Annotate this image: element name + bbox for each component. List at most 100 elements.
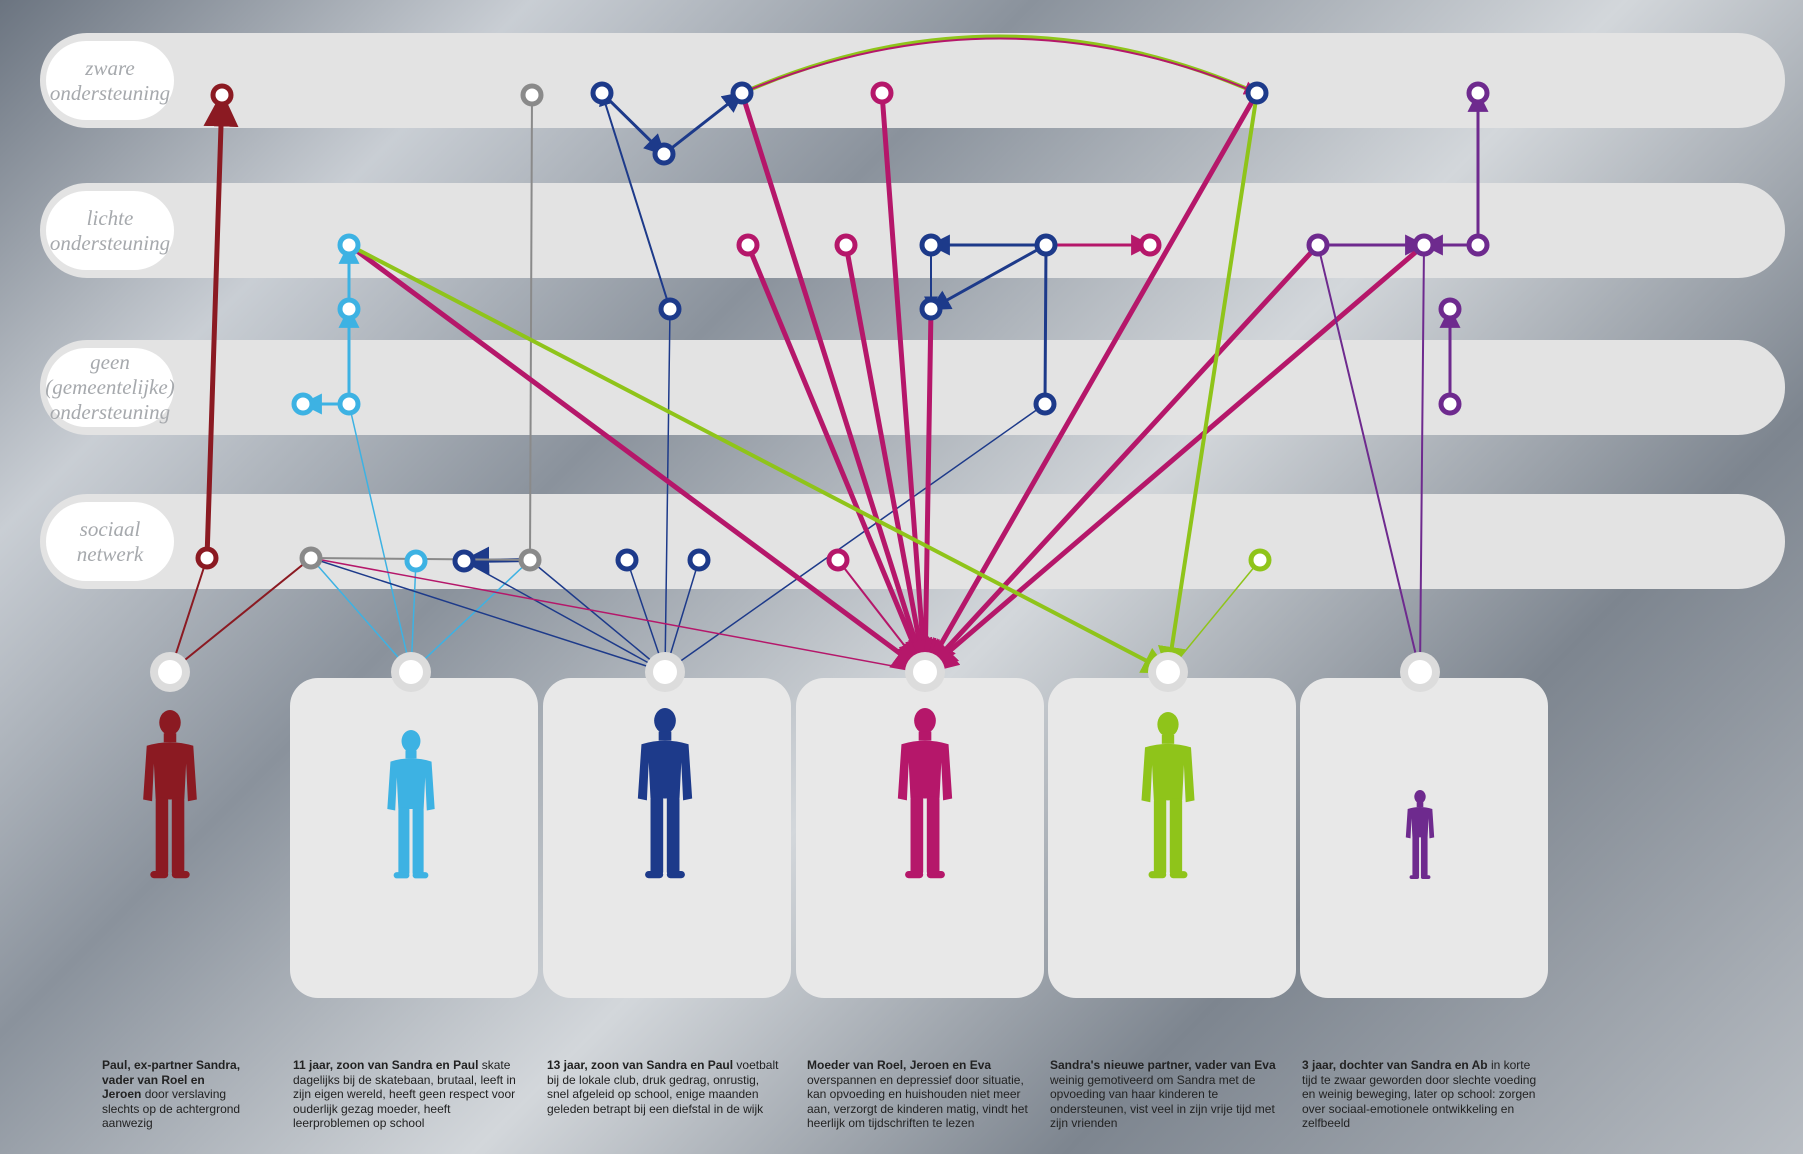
node-jvk1 bbox=[1034, 233, 1058, 257]
band-label-pill bbox=[46, 502, 174, 581]
node-verslavingskliniek bbox=[210, 83, 234, 107]
person-desc-bold: Moeder van Roel, Jeroen en Eva bbox=[807, 1058, 992, 1072]
node-ambulant bbox=[1245, 81, 1269, 105]
edge-jvk2-sandra bbox=[922, 242, 1321, 675]
edge-jvk1-zorgcoordinator bbox=[929, 243, 1048, 311]
node-jvk2 bbox=[1306, 233, 1330, 257]
person-desc-bold: Sandra's nieuwe partner, vader van Eva bbox=[1050, 1058, 1276, 1072]
person-desc-text: door verslaving slechts op de achtergron… bbox=[102, 1087, 241, 1130]
person-hub-inner-sandra bbox=[913, 660, 937, 684]
node-huisarts bbox=[1466, 233, 1490, 257]
person-hub-inner-ab bbox=[1156, 660, 1180, 684]
edge-consulent-sandra bbox=[346, 242, 928, 675]
edge-eva-jvk2 bbox=[1317, 244, 1421, 673]
edge-zorgcoordinator-sandra bbox=[908, 306, 944, 676]
band-label-sociaal: sociaal netwerk bbox=[76, 516, 144, 566]
edge-sandra-ouders-paul bbox=[310, 557, 926, 673]
edge-dietiste-sandra bbox=[922, 242, 1427, 675]
edge-roel-buren bbox=[529, 559, 666, 673]
edge-roel-politie bbox=[664, 308, 671, 673]
band-label-pill bbox=[46, 348, 174, 427]
edge-jeroen-basisschool-j bbox=[348, 403, 412, 673]
node-svo bbox=[291, 392, 315, 416]
person-desc-jeroen: 11 jaar, zoon van Sandra en Paul skate d… bbox=[293, 1058, 529, 1131]
node-buren bbox=[518, 548, 542, 572]
node-basisschool-e bbox=[1438, 392, 1462, 416]
person-hub-inner-jeroen bbox=[399, 660, 423, 684]
band-label-geen: geen (gemeentelijke) ondersteuning bbox=[45, 350, 175, 424]
band-label-zware: zware ondersteuning bbox=[49, 55, 171, 105]
node-advies bbox=[520, 83, 544, 107]
band-label-pill bbox=[46, 191, 174, 270]
edge-jeugdreclassering-sandra bbox=[739, 90, 933, 676]
edge-buren-advies bbox=[529, 94, 533, 561]
person-figure-eva bbox=[1405, 790, 1435, 880]
edge-rechtbank-jeugdreclassering bbox=[662, 91, 744, 156]
band-label-pill bbox=[46, 41, 174, 120]
edge-consulent-ab bbox=[347, 243, 1171, 674]
node-vriendin-sandra bbox=[826, 548, 850, 572]
node-vriendin-roel bbox=[687, 548, 711, 572]
person-desc-paul: Paul, ex-partner Sandra, vader van Roel … bbox=[102, 1058, 242, 1131]
node-politie bbox=[658, 297, 682, 321]
edge-ambulant-ab bbox=[1157, 91, 1259, 675]
person-desc-text: weinig gemotiveerd om Sandra met de opvo… bbox=[1050, 1072, 1275, 1131]
node-basisschool-j bbox=[337, 392, 361, 416]
node-vriendin-paul bbox=[195, 546, 219, 570]
person-hub-inner-eva bbox=[1408, 660, 1432, 684]
node-pedagoog bbox=[1138, 233, 1162, 257]
node-ib-eva bbox=[1438, 297, 1462, 321]
edge-eva-dietiste bbox=[1419, 244, 1425, 673]
person-desc-bold: 11 jaar, zoon van Sandra en Paul bbox=[293, 1058, 479, 1072]
person-desc-text: skate dagelijks bij de skatebaan, brutaa… bbox=[293, 1058, 516, 1130]
node-visvrienden bbox=[1248, 548, 1272, 572]
band-label-lichte: lichte ondersteuning bbox=[49, 205, 171, 255]
node-broer-joop bbox=[452, 549, 476, 573]
edge-jeroen-ouders-paul bbox=[310, 557, 412, 673]
band-lichte bbox=[40, 183, 1785, 278]
person-figure-jeroen bbox=[387, 730, 435, 879]
person-hub-inner-paul bbox=[158, 660, 182, 684]
node-middelbare bbox=[1033, 392, 1057, 416]
node-dietiste bbox=[1412, 233, 1436, 257]
edge-maatschappelijk-sandra bbox=[843, 242, 937, 676]
edge-raad-rechtbank bbox=[600, 91, 666, 156]
edge-sociale-dienst-sandra bbox=[879, 90, 941, 676]
person-desc-text: overspannen en depressief door situatie,… bbox=[807, 1072, 1028, 1131]
band-geen bbox=[40, 340, 1785, 435]
person-desc-text: voetbalt bij de lokale club, druk gedrag… bbox=[547, 1058, 779, 1116]
person-desc-bold: Paul, ex-partner Sandra, vader van Roel … bbox=[102, 1058, 241, 1101]
edge-paul-ouders-paul bbox=[169, 557, 312, 673]
person-figure-paul bbox=[143, 710, 197, 879]
edge-jeugdreclassering-ambulant-2 bbox=[741, 37, 1259, 95]
node-sociale-dienst bbox=[870, 81, 894, 105]
node-schoolmaat bbox=[919, 233, 943, 257]
edge-roel-broer-joop bbox=[463, 560, 666, 673]
person-desc-roel: 13 jaar, zoon van Sandra en Paul voetbal… bbox=[547, 1058, 783, 1116]
node-kinderpsycholoog bbox=[1466, 81, 1490, 105]
person-desc-sandra: Moeder van Roel, Jeroen en Eva overspann… bbox=[807, 1058, 1043, 1131]
node-ib-basis bbox=[337, 297, 361, 321]
node-rechtbank bbox=[652, 142, 676, 166]
edge-roel-ouders-paul bbox=[310, 557, 666, 673]
person-figure-ab bbox=[1141, 712, 1195, 879]
node-raad bbox=[590, 81, 614, 105]
person-desc-eva: 3 jaar, dochter van Sandra en Ab in kort… bbox=[1302, 1058, 1538, 1131]
person-desc-text: in korte tijd te zwaar geworden door sle… bbox=[1302, 1058, 1537, 1130]
edge-vrouwenorg-sandra bbox=[745, 242, 930, 676]
edge-jeroen-buren bbox=[410, 559, 531, 673]
person-hub-inner-roel bbox=[653, 660, 677, 684]
edge-politie-raad bbox=[599, 91, 671, 310]
node-consulent bbox=[337, 233, 361, 257]
node-voetbalvrienden bbox=[615, 548, 639, 572]
node-jeugdreclassering bbox=[730, 81, 754, 105]
node-vrouwenorg bbox=[736, 233, 760, 257]
edge-middelbare-jvk1 bbox=[1043, 243, 1048, 406]
edge-ab-visvrienden bbox=[1167, 559, 1261, 673]
edge-vriendin-paul-verslavingskliniek bbox=[203, 91, 239, 561]
node-skatevrienden bbox=[404, 549, 428, 573]
person-desc-ab: Sandra's nieuwe partner, vader van Eva w… bbox=[1050, 1058, 1286, 1131]
node-ouders-paul bbox=[299, 546, 323, 570]
band-zware bbox=[40, 33, 1785, 128]
